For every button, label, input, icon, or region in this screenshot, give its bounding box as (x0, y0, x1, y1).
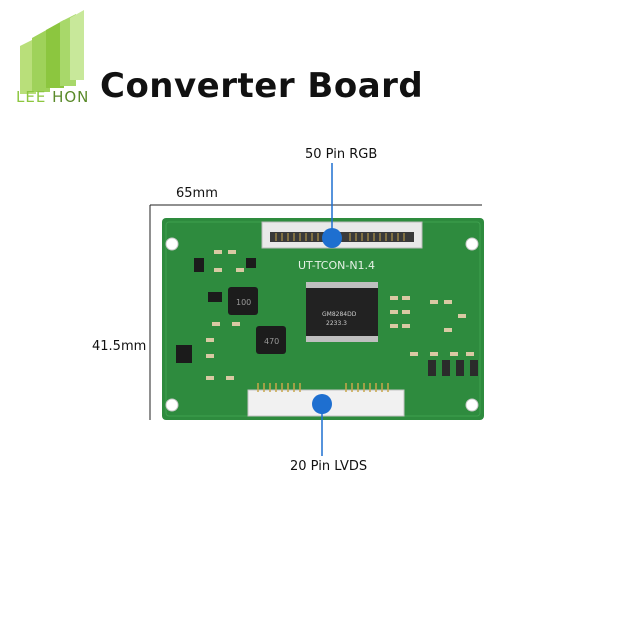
rgb-marker (322, 228, 342, 248)
lvds-marker (312, 394, 332, 414)
label-20-pin-lvds: 20 Pin LVDS (290, 459, 368, 474)
svg-text:470: 470 (264, 337, 279, 346)
inductor (256, 326, 286, 354)
logo-text-lee: LEE (16, 88, 47, 106)
mount-hole (465, 398, 479, 412)
label-50-pin-rgb: 50 Pin RGB (305, 147, 378, 162)
leehon-logo-icon (20, 10, 84, 94)
label-height: 41.5mm (92, 339, 147, 354)
svg-text:100: 100 (236, 298, 251, 307)
mount-hole (465, 237, 479, 251)
chip-date: 2233.3 (326, 320, 347, 327)
chip-label: GM8284DD (322, 311, 357, 318)
label-width: 65mm (176, 186, 218, 201)
inductor (228, 287, 258, 315)
silkscreen-name: UT-TCON-N1.4 (298, 259, 375, 272)
mount-hole (165, 237, 179, 251)
page-title: Converter Board (100, 66, 424, 106)
mount-hole (165, 398, 179, 412)
logo-text: LEE HON (16, 88, 89, 106)
logo-text-hon: HON (52, 88, 90, 106)
main-chip (306, 288, 378, 336)
